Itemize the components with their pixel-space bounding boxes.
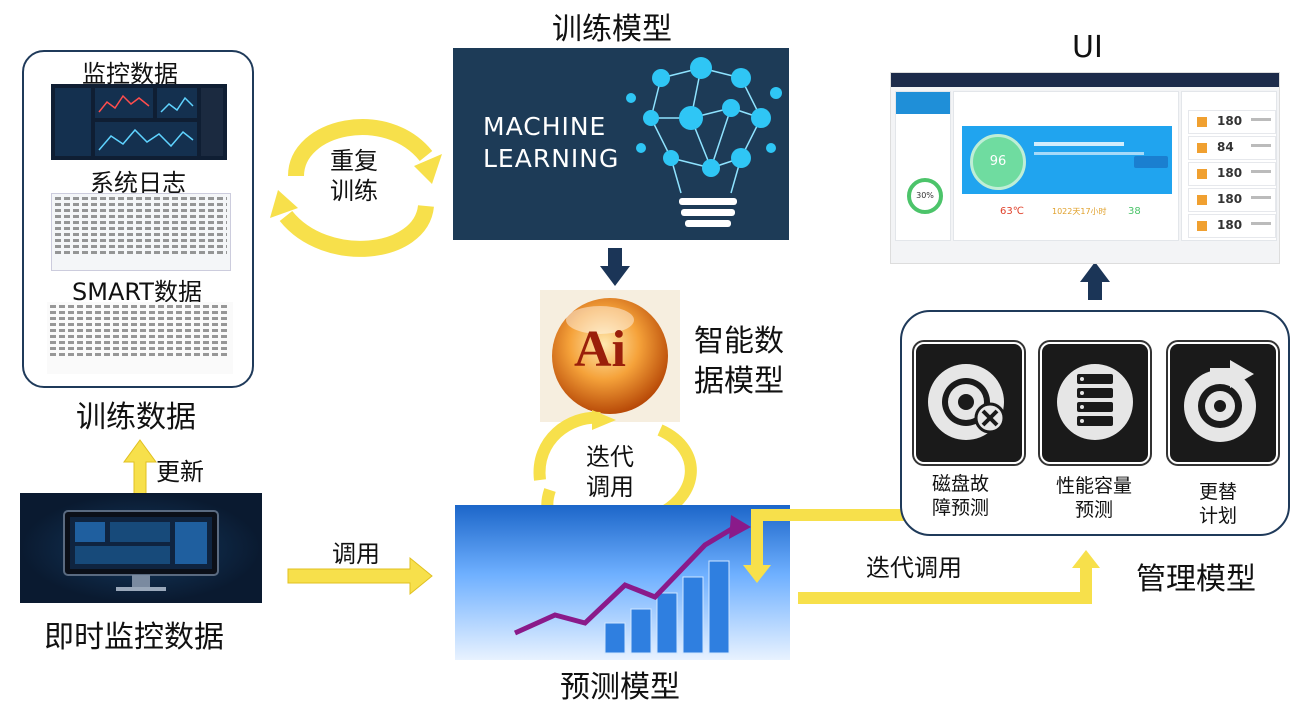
replace-plan-tile[interactable] [1168, 342, 1278, 464]
ai-sphere-icon [552, 298, 668, 414]
capacity-tile[interactable] [1040, 342, 1150, 464]
invoke-arrow [287, 556, 433, 596]
update-arrow [123, 439, 157, 497]
predict-to-mgmt-arrow [798, 550, 1100, 604]
disk-replace-icon [1184, 360, 1256, 442]
iterate-invoke-small-label: 迭代 调用 [586, 443, 634, 501]
capacity-label: 性能容量 预测 [1056, 475, 1133, 521]
update-label: 更新 [156, 458, 204, 486]
realtime-monitor-image [20, 493, 262, 603]
down-arrow-to-ai [600, 248, 630, 286]
ui-stats-card: 180 84 180 180 180 [1181, 91, 1277, 241]
ui-screenshot: 30% 96 63℃ 1022天17小时 38 180 84 180 180 1… [890, 72, 1280, 264]
ui-main-card: 96 63℃ 1022天17小时 38 [953, 91, 1179, 241]
machine-learning-image: MACHINE LEARNING [453, 48, 789, 240]
bulb-network-icon [626, 57, 782, 227]
ai-text: Ai [574, 321, 626, 378]
monitor-chart-icon [55, 88, 223, 156]
replace-plan-label: 更替 计划 [1199, 481, 1238, 527]
ui-ring: 30% [907, 178, 943, 214]
mgmt-model-label: 管理模型 [1136, 562, 1256, 597]
system-log-thumbnail [51, 193, 231, 271]
ui-score-circle: 96 [970, 134, 1026, 190]
ui-temp: 63℃ [1000, 206, 1024, 217]
monitor-screen-icon [63, 510, 219, 591]
ui-label: UI [1072, 30, 1103, 65]
up-arrow-to-ui [1080, 262, 1110, 300]
smart-data-label: SMART数据 [72, 278, 202, 306]
predict-model-label: 预测模型 [560, 670, 680, 705]
growth-chart-icon [513, 515, 751, 654]
smart-model-label: 智能数 据模型 [694, 324, 784, 399]
system-log-label: 系统日志 [90, 169, 186, 197]
ml-line2: LEARNING [483, 144, 620, 173]
training-data-label: 训练数据 [76, 400, 196, 435]
predict-model-image [455, 505, 790, 660]
disk-fault-tile[interactable] [914, 342, 1024, 464]
disk-fault-label: 磁盘故 障预测 [932, 473, 990, 519]
ai-sphere-image: Ai [540, 290, 680, 422]
disk-fault-icon [928, 364, 1006, 440]
monitor-dashboard-thumbnail [51, 84, 227, 160]
ml-line1: MACHINE [483, 112, 607, 141]
iterate-invoke-label: 迭代调用 [866, 554, 962, 582]
train-model-title: 训练模型 [552, 12, 672, 47]
ui-sidebar: 30% [895, 91, 951, 241]
ui-time: 1022天17小时 [1052, 207, 1107, 216]
monitor-data-label: 监控数据 [82, 60, 178, 88]
repeat-train-cycle-arrows [270, 119, 442, 257]
realtime-data-label: 即时监控数据 [44, 620, 224, 655]
smart-data-thumbnail [47, 302, 233, 374]
ui-topbar [891, 73, 1279, 87]
server-stack-icon [1057, 364, 1133, 440]
repeat-train-label: 重复 训练 [330, 147, 378, 205]
mgmt-to-predict-arrow [743, 509, 931, 583]
invoke-label: 调用 [332, 540, 380, 568]
ui-count: 38 [1128, 206, 1141, 217]
